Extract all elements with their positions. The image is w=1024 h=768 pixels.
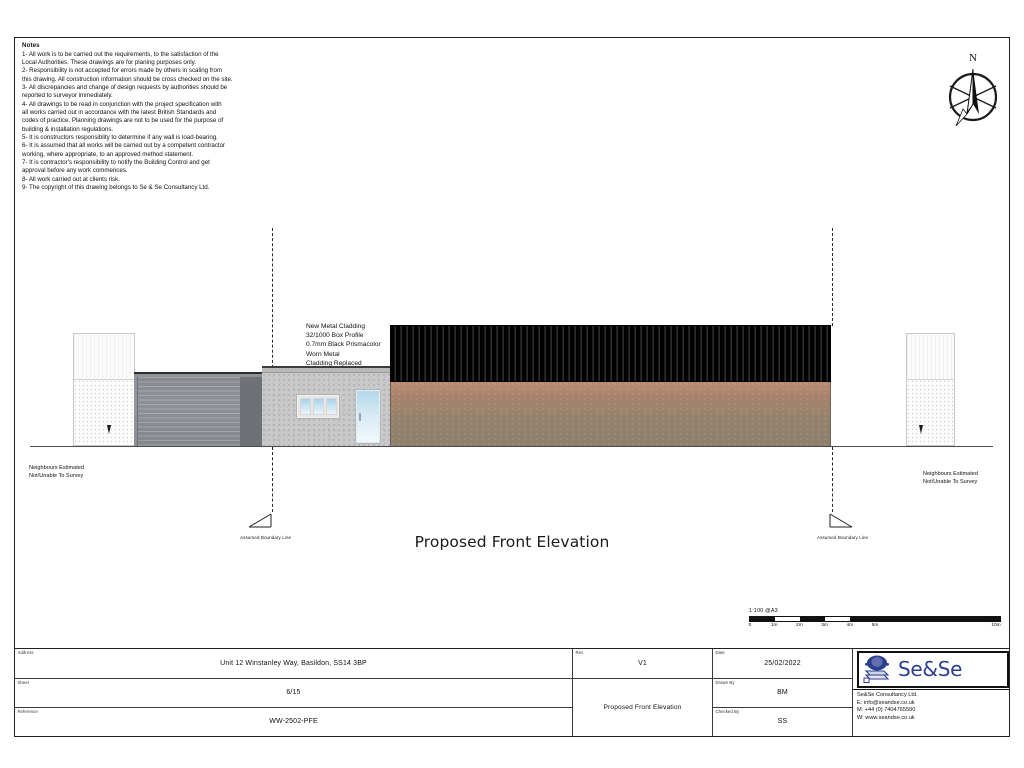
scale-segment	[750, 616, 775, 621]
note-line: 9- The copyright of this drawing belongs…	[22, 184, 210, 191]
note-line: Local Authorities. These drawings are fo…	[22, 58, 196, 66]
scale-segment	[875, 616, 1001, 621]
title-block: Address Unit 12 Winstanley Way, Basildon…	[14, 648, 1010, 737]
scale-tick: 0	[748, 622, 752, 628]
scale-ticks: 0 1m 2m 3m 4m 5m 10m	[749, 623, 1001, 632]
north-label: N	[969, 52, 977, 64]
note-line: all works carried out in accordance with…	[22, 108, 217, 116]
note-line: 5- It is constructors responsiblity to d…	[22, 133, 218, 141]
note-line: building & installation regulations.	[22, 125, 114, 133]
scale-segment	[800, 616, 825, 621]
scale-segment	[850, 616, 875, 621]
scale-tick: 1m	[770, 622, 778, 628]
note-line: 6- It is assumed that all works will be …	[22, 142, 226, 150]
checked-by-row: Checked By SS	[713, 708, 852, 736]
company-logo-box: Se&Se	[857, 650, 1009, 688]
note-line: approval before any work commences.	[22, 167, 128, 175]
note-line: 7- It is contractor's responsibility to …	[22, 158, 210, 166]
description-value: Proposed Front Elevation	[603, 703, 682, 711]
company-mobile: M: +44 (0) 7404765500	[857, 707, 916, 714]
sheet-label: Sheet	[17, 679, 29, 685]
rev-label: Rev	[575, 650, 584, 655]
note-line: this drawing. All construction informati…	[22, 75, 233, 83]
checked-by-label: Checked By	[715, 709, 740, 715]
address-row: Address Unit 12 Winstanley Way, Basildon…	[15, 649, 572, 679]
rev-row: Rev V1	[573, 649, 712, 679]
note-line: working, where appropriate, to an approv…	[22, 150, 194, 158]
company-logo-text: Se&Se	[898, 657, 963, 681]
note-line: reported to surveyor immediately.	[22, 92, 113, 100]
scale-label: 1:100 @A3	[749, 608, 778, 614]
sheet-row: Sheet 6/15	[15, 679, 572, 709]
scale-track	[749, 615, 1001, 622]
company-logo-cell: Se&Se	[853, 649, 1009, 690]
hard-hat-icon	[863, 655, 890, 683]
date-row: Date 25/02/2022	[713, 649, 852, 679]
note-line: 8- All work carried out at clients risk.	[22, 175, 120, 183]
title-block-rev-description-column: Rev V1 Proposed Front Elevation	[573, 649, 713, 736]
scale-bar: 1:100 @A3 0 1m 2m 3m 4m 5m 10m	[749, 608, 1001, 632]
drawn-by-row: Drawn By BM	[713, 679, 852, 709]
title-block-metadata-column: Date 25/02/2022 Drawn By BM Checked By S…	[713, 649, 853, 736]
reference-value: WW-2502-PFE	[269, 718, 318, 726]
reference-label: Reference	[17, 709, 38, 715]
company-website: W: www.seandse.co.uk	[857, 714, 915, 721]
note-line: 3- All discrepancies and change of desig…	[22, 83, 228, 91]
description-row: Proposed Front Elevation	[573, 679, 712, 736]
note-line: 1- All work is to be carried out the req…	[22, 50, 219, 58]
north-arrow-icon	[948, 68, 998, 127]
drawn-by-label: Drawn By	[715, 679, 735, 685]
checked-by-value: SS	[777, 718, 788, 726]
title-block-company-column: Se&Se Se&Se Consultancy Ltd. E: info@sea…	[853, 649, 1009, 736]
title-block-left-column: Address Unit 12 Winstanley Way, Basildon…	[15, 649, 573, 736]
note-line: codes of practice. Planning drawings are…	[22, 117, 224, 125]
company-name: Se&Se Consultancy Ltd.	[857, 692, 918, 698]
scale-segment	[775, 616, 800, 621]
address-value: Unit 12 Winstanley Way, Basildon, SS14 3…	[220, 659, 367, 667]
note-line: 2- Responsibility is not accepted for er…	[22, 67, 223, 75]
scale-tick: 3m	[821, 622, 828, 628]
notes-block: Notes 1- All work is to be carried out t…	[22, 42, 288, 192]
scale-tick: 2m	[796, 622, 803, 628]
date-label: Date	[715, 650, 725, 655]
north-arrow: N	[942, 52, 1004, 134]
company-contact-cell: Se&Se Consultancy Ltd. E: info@seandse.c…	[853, 690, 1009, 736]
scale-segment	[825, 616, 850, 621]
reference-row: Reference WW-2502-PFE	[15, 708, 572, 736]
page-title: Proposed Front Elevation	[414, 533, 610, 551]
sheet-value: 6/15	[286, 689, 301, 697]
rev-value: V1	[638, 659, 647, 667]
note-line: 4- All drawings to be read in conjunctio…	[22, 100, 222, 108]
scale-tick: 4m	[846, 622, 854, 628]
scale-tick: 10m	[991, 622, 1001, 628]
scale-tick: 5m	[871, 622, 879, 628]
date-value: 25/02/2022	[764, 659, 801, 667]
address-label: Address	[17, 650, 34, 655]
company-email: E: info@seandse.co.uk	[857, 699, 915, 706]
drawn-by-value: BM	[777, 689, 788, 697]
notes-heading: Notes	[22, 42, 40, 49]
